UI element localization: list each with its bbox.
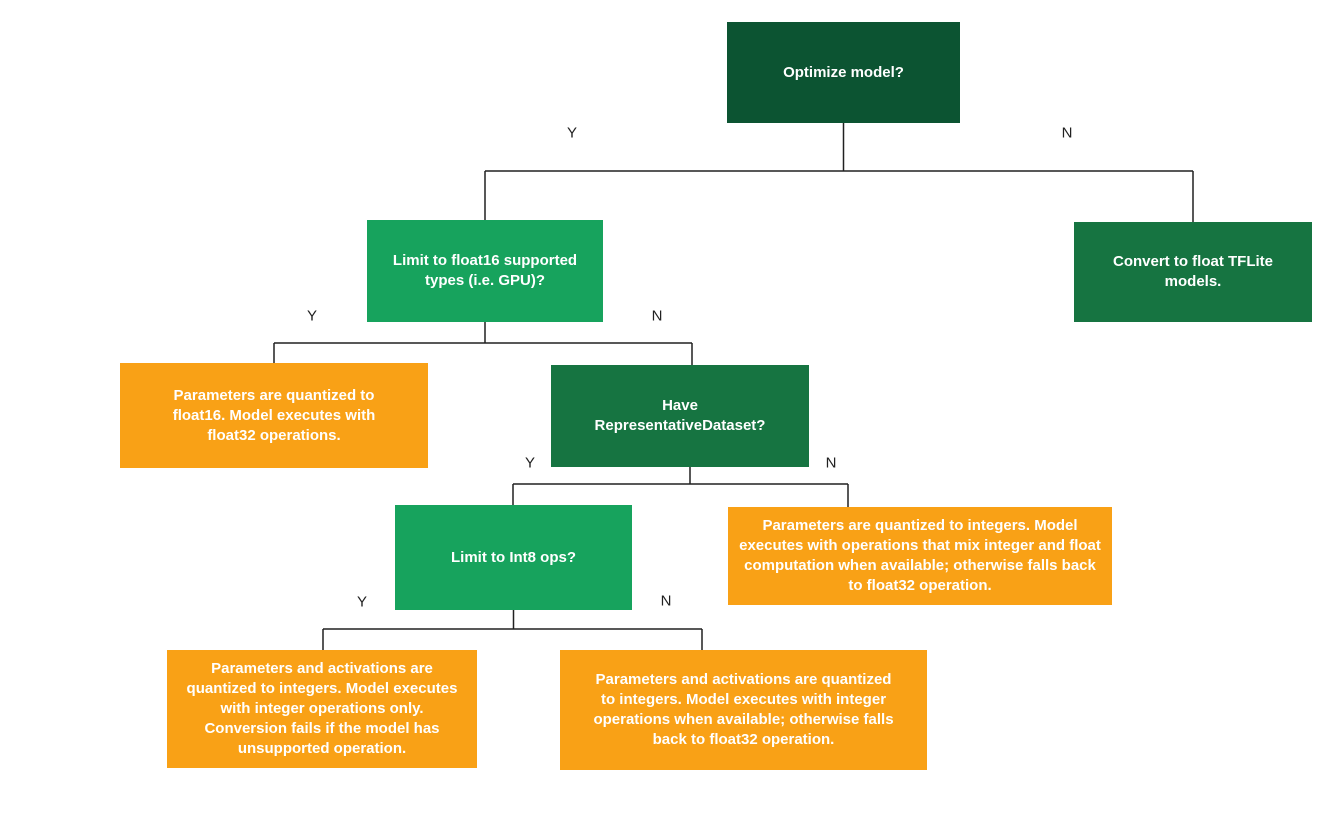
connector-level-2 — [273, 322, 693, 365]
node-float16-result: Parameters are quantized to float16. Mod… — [120, 363, 428, 468]
edge-label-int8-no: N — [660, 592, 672, 610]
node-mixed-integer-result: Parameters are quantized to integers. Mo… — [728, 507, 1112, 605]
node-optimize-model: Optimize model? — [727, 22, 960, 123]
node-integer-fallback-result: Parameters and activations are quantized… — [560, 650, 927, 770]
node-convert-float-tflite: Convert to float TFLite models. — [1074, 222, 1312, 322]
node-limit-int8-ops: Limit to Int8 ops? — [395, 505, 632, 610]
edge-label-dataset-no: N — [825, 454, 837, 472]
connector-level-4 — [322, 610, 703, 650]
node-limit-float16: Limit to float16 supported types (i.e. G… — [367, 220, 603, 322]
edge-label-optimize-yes: Y — [566, 124, 578, 142]
edge-label-dataset-yes: Y — [524, 454, 536, 472]
node-integer-only-result: Parameters and activations are quantized… — [167, 650, 477, 768]
node-have-representative-dataset: Have RepresentativeDataset? — [551, 365, 809, 467]
edge-label-float16-yes: Y — [306, 307, 318, 325]
edge-label-float16-no: N — [651, 307, 663, 325]
connector-level-3 — [512, 467, 849, 507]
edge-label-int8-yes: Y — [356, 593, 368, 611]
connector-level-1 — [484, 123, 1194, 222]
edge-label-optimize-no: N — [1061, 124, 1073, 142]
